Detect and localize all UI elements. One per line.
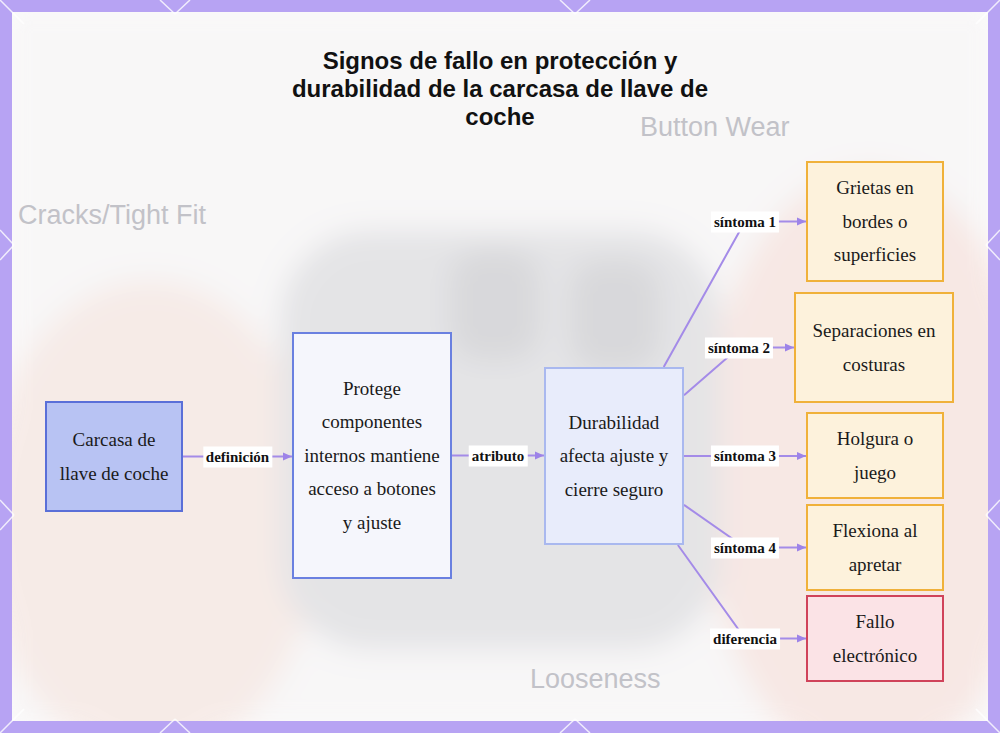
watermark-text: Looseness <box>530 664 661 695</box>
box-text: Protege componentes internos mantiene ac… <box>304 372 440 540</box>
watermark-text: Button Wear <box>640 112 790 143</box>
connector-arrow <box>664 222 806 368</box>
concept-box: Holgura o juego <box>806 412 944 499</box>
concept-box: Carcasa de llave de coche <box>45 401 183 512</box>
box-text: Separaciones en costuras <box>806 314 942 381</box>
concept-box: Grietas en bordes o superficies <box>806 161 944 282</box>
box-text: Carcasa de llave de coche <box>57 423 171 490</box>
edge-label: atributo <box>469 445 528 466</box>
edge-label: síntoma 2 <box>705 337 773 358</box>
edge-label: definición <box>203 446 272 467</box>
concept-box: Protege componentes internos mantiene ac… <box>292 332 452 579</box>
box-text: Fallo electrónico <box>818 605 932 672</box>
edge-label: síntoma 1 <box>711 211 779 232</box>
connector-arrow <box>678 545 806 639</box>
watermark-text: Cracks/Tight Fit <box>18 200 206 231</box>
concept-box: Durabilidad afecta ajuste y cierre segur… <box>544 367 684 545</box>
concept-box: Separaciones en costuras <box>794 292 954 403</box>
concept-box: Flexiona al apretar <box>806 504 944 591</box>
concept-box: Fallo electrónico <box>806 595 944 682</box>
box-text: Grietas en bordes o superficies <box>818 171 932 272</box>
edge-label: síntoma 3 <box>711 446 779 467</box>
box-text: Flexiona al apretar <box>818 514 932 581</box>
edge-label: síntoma 4 <box>711 537 779 558</box>
box-text: Durabilidad afecta ajuste y cierre segur… <box>556 406 672 507</box>
box-text: Holgura o juego <box>818 422 932 489</box>
edge-label: diferencia <box>710 628 780 649</box>
